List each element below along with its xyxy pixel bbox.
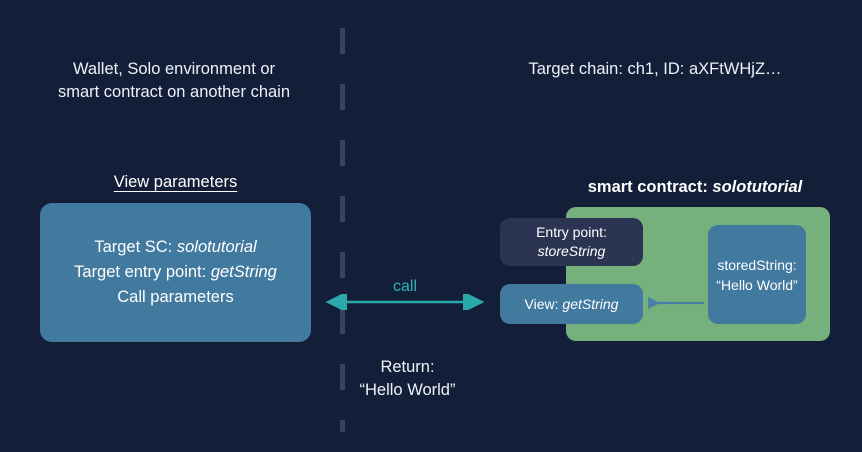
return-label: Return: “Hello World” — [359, 358, 456, 399]
target-entry-point-label: Target entry point: — [74, 263, 211, 281]
target-entry-point-value: getString — [210, 263, 277, 281]
target-sc-label: Target SC: — [94, 238, 177, 256]
view-parameters-box: Target SC: solotutorial Target entry poi… — [40, 203, 311, 342]
left-side-caption: Wallet, Solo environment or smart contra… — [57, 60, 291, 101]
call-label: call — [392, 278, 417, 295]
view-getstring-line: View: getString — [525, 296, 619, 312]
stored-string-line1: storedString: — [717, 256, 797, 273]
call-parameters-line: Call parameters — [117, 288, 234, 306]
entry-point-box: Entry point: storeString — [500, 218, 643, 266]
target-entry-point-line: Target entry point: getString — [74, 260, 277, 285]
entry-point-line2: storeString — [537, 243, 606, 259]
smart-contract-value: solotutorial — [712, 178, 803, 196]
state-read-arrow-icon — [648, 296, 704, 310]
view-parameters-heading: View parameters — [113, 173, 238, 191]
chain-boundary-divider — [340, 28, 345, 432]
right-side-caption: Target chain: ch1, ID: aXFtWHjZ… — [528, 60, 782, 78]
stored-string-line2: “Hello World” — [716, 276, 798, 293]
entry-point-line1: Entry point: — [536, 224, 607, 240]
stored-string-box: storedString: “Hello World” — [708, 225, 806, 324]
view-label: View: — [524, 296, 563, 312]
smart-contract-label: smart contract: — [587, 178, 713, 196]
view-getstring-box: View: getString — [500, 284, 643, 324]
view-value: getString — [562, 296, 619, 312]
target-sc-line: Target SC: solotutorial — [94, 235, 256, 260]
target-sc-value: solotutorial — [176, 238, 257, 256]
smart-contract-heading: smart contract: solotutorial — [500, 178, 862, 197]
call-arrow-icon — [325, 294, 485, 310]
